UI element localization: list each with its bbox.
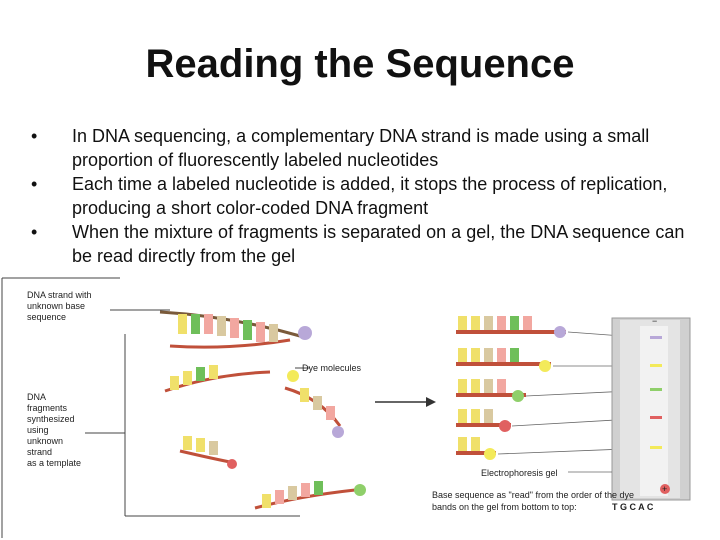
bullet-glyph: • bbox=[31, 126, 38, 146]
bullet-item: • In DNA sequencing, a complementary DNA … bbox=[24, 124, 704, 172]
bullet-text: In DNA sequencing, a complementary DNA s… bbox=[72, 126, 650, 170]
label-fragments: strand bbox=[27, 447, 52, 457]
gel-band bbox=[650, 416, 662, 419]
caption-sequence: T G C A C bbox=[612, 502, 654, 512]
gel-band bbox=[650, 388, 662, 391]
fragment-bases bbox=[170, 365, 218, 390]
bullet-glyph: • bbox=[31, 222, 38, 242]
fragment-backbone bbox=[179, 449, 231, 464]
label-fragments: fragments bbox=[27, 403, 68, 413]
gel-band bbox=[650, 336, 662, 339]
sequencing-figure: DNA strand with unknown base sequence DN… bbox=[0, 276, 720, 540]
dye-molecule bbox=[227, 459, 237, 469]
figure-frame bbox=[1, 277, 310, 538]
arrow-icon bbox=[375, 397, 436, 407]
sorted-fragments bbox=[456, 316, 566, 460]
gel-minus-terminal: − bbox=[652, 316, 657, 326]
label-dna-strand: sequence bbox=[27, 312, 66, 322]
gel-plus-sign: + bbox=[662, 484, 667, 494]
base-pairs-top bbox=[178, 314, 278, 342]
gel-band bbox=[650, 364, 662, 367]
gel-plus-terminal bbox=[660, 484, 670, 494]
dye-molecule bbox=[298, 326, 312, 340]
label-dna-strand: DNA strand with bbox=[27, 290, 92, 300]
label-electrophoresis-gel: Electrophoresis gel bbox=[481, 468, 558, 478]
label-dye-molecules: Dye molecules bbox=[302, 363, 362, 373]
electrophoresis-gel bbox=[611, 317, 691, 501]
fragment-bases bbox=[262, 481, 323, 508]
bullet-text: When the mixture of fragments is separat… bbox=[72, 222, 685, 266]
caption-line: Base sequence as "read" from the order o… bbox=[432, 490, 634, 500]
bullet-list: • In DNA sequencing, a complementary DNA … bbox=[24, 124, 704, 268]
gel-band bbox=[650, 446, 662, 449]
sequencing-diagram: DNA strand with unknown base sequence DN… bbox=[1, 277, 691, 538]
slide-title: Reading the Sequence bbox=[145, 42, 575, 86]
bullet-text: Each time a labeled nucleotide is added,… bbox=[72, 174, 668, 218]
label-fragments: as a template bbox=[27, 458, 81, 468]
bullet-item: • When the mixture of fragments is separa… bbox=[24, 220, 704, 268]
label-dna-strand: unknown base bbox=[27, 301, 85, 311]
caption-line: bands on the gel from bottom to top: bbox=[432, 502, 577, 512]
dye-molecule bbox=[287, 370, 299, 382]
fragment-bases bbox=[183, 436, 218, 455]
label-fragments: using bbox=[27, 425, 49, 435]
label-fragments: synthesized bbox=[27, 414, 75, 424]
dye-molecule bbox=[354, 484, 366, 496]
label-fragments: DNA bbox=[27, 392, 46, 402]
label-fragments: unknown bbox=[27, 436, 63, 446]
bullet-glyph: • bbox=[31, 174, 38, 194]
bullet-item: • Each time a labeled nucleotide is added… bbox=[24, 172, 704, 220]
dye-molecule bbox=[332, 426, 344, 438]
fragment-bases bbox=[300, 388, 335, 420]
